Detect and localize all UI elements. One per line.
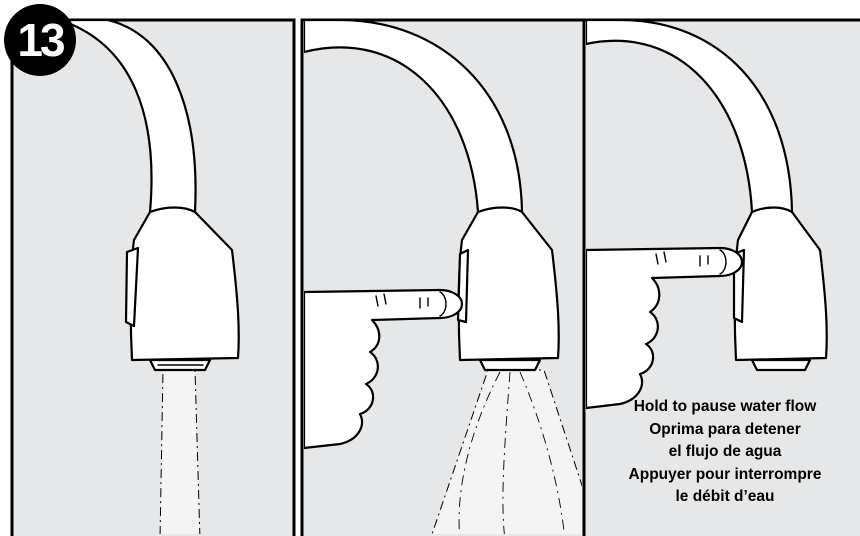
caption-line-spanish-2: el flujo de agua [600, 441, 850, 464]
caption-line-spanish-1: Oprima para detener [600, 419, 850, 442]
aerator [752, 360, 810, 370]
instruction-caption: Hold to pause water flow Oprima para det… [600, 396, 850, 509]
aerator [480, 360, 540, 370]
caption-line-english: Hold to pause water flow [600, 396, 850, 419]
caption-line-french-2: le débit d’eau [600, 486, 850, 509]
caption-line-french-1: Appuyer pour interrompre [600, 464, 850, 487]
panel-press-spray-button [302, 20, 600, 536]
panel-water-flowing [12, 20, 294, 536]
step-number-badge: 13 [4, 4, 76, 76]
water-stream [160, 370, 200, 536]
